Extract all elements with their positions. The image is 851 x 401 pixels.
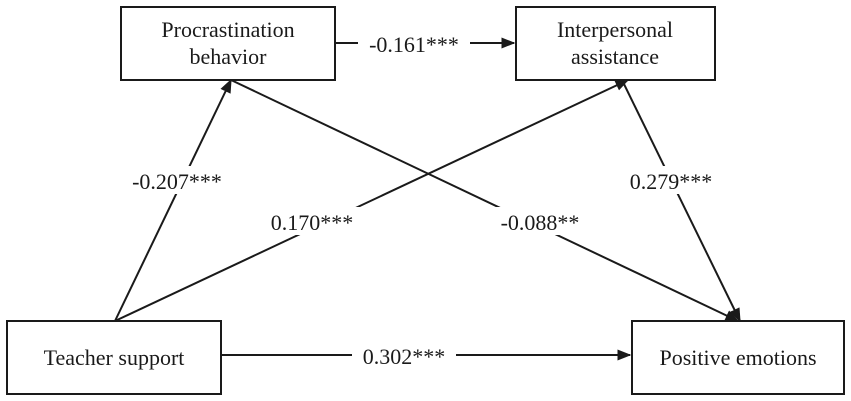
edges bbox=[114, 37, 741, 361]
coef-teacher-to-interpersonal: 0.170*** bbox=[271, 210, 354, 235]
label-teacher-to-interpersonal: 0.170*** bbox=[258, 207, 366, 235]
coefficient-labels: -0.207*** 0.170*** -0.161*** -0.088** 0.… bbox=[122, 29, 722, 369]
node-procrastination-line-1: Procrastination bbox=[161, 17, 294, 42]
label-teacher-to-positive: 0.302*** bbox=[352, 341, 456, 369]
label-teacher-to-procrastination: -0.207*** bbox=[122, 166, 232, 194]
node-teacher-support: Teacher support bbox=[6, 320, 222, 395]
node-interpersonal-assistance: Interpersonal assistance bbox=[515, 6, 716, 81]
node-positive-emotions: Positive emotions bbox=[631, 320, 845, 395]
label-procrastination-to-positive: -0.088** bbox=[490, 207, 590, 235]
label-interpersonal-to-positive: 0.279*** bbox=[620, 166, 722, 194]
coef-procrastination-to-interpersonal: -0.161*** bbox=[369, 32, 459, 57]
node-interpersonal-line-2: assistance bbox=[571, 44, 659, 69]
coef-interpersonal-to-positive: 0.279*** bbox=[630, 169, 713, 194]
node-procrastination-behavior: Procrastination behavior bbox=[120, 6, 336, 81]
node-teacher-label: Teacher support bbox=[44, 345, 185, 370]
edge-teacher-to-procrastination bbox=[114, 78, 232, 322]
coef-teacher-to-procrastination: -0.207*** bbox=[132, 169, 222, 194]
edge-teacher-to-interpersonal bbox=[114, 79, 630, 322]
edge-procrastination-to-positive bbox=[230, 79, 740, 322]
node-interpersonal-line-1: Interpersonal bbox=[557, 17, 673, 42]
coef-teacher-to-positive: 0.302*** bbox=[363, 344, 446, 369]
node-procrastination-line-2: behavior bbox=[190, 44, 268, 69]
edge-interpersonal-to-positive bbox=[621, 79, 741, 323]
coef-procrastination-to-positive: -0.088** bbox=[501, 210, 580, 235]
label-procrastination-to-interpersonal: -0.161*** bbox=[358, 29, 470, 57]
node-positive-label: Positive emotions bbox=[659, 345, 816, 370]
